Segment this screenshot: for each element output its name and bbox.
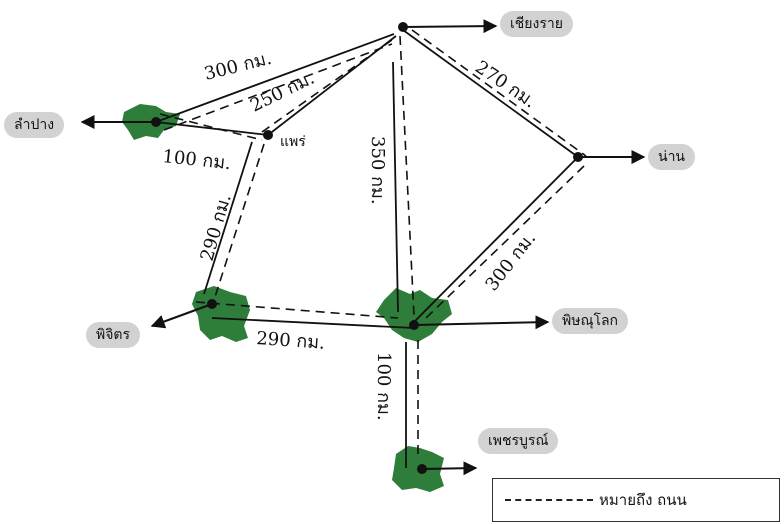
solid-lampang-chiangrai xyxy=(155,33,395,123)
city-label-phitsanulok: พิษณุโลก xyxy=(552,308,629,334)
dist-phichit-phitsanulok: 290 กม. xyxy=(256,328,326,354)
arrow-phichit xyxy=(150,303,213,329)
road-lampang-chiangrai xyxy=(163,43,393,131)
dist-lampang-chiangrai: 300 กม. xyxy=(202,48,274,85)
city-label-phichit: พิจิตร xyxy=(86,322,141,348)
legend: หมายถึง ถนน xyxy=(492,478,780,522)
road-links xyxy=(159,29,587,460)
dist-lampang-phrae: 100 กม. xyxy=(161,146,231,174)
road-phrae-chiangrai xyxy=(261,39,393,133)
road-chiangrai-nan xyxy=(411,29,587,157)
dist-phitsanulok-phetchabun: 100 กม. xyxy=(373,352,394,421)
dot-phitsanulok xyxy=(409,320,419,330)
arrow-phitsanulok xyxy=(413,315,550,330)
solid-nan-phitsanulok xyxy=(413,156,579,323)
road-lampang-phrae xyxy=(159,113,263,141)
solid-phichit-phitsanulok xyxy=(211,317,415,329)
city-label-phrae: แพร่ xyxy=(280,134,306,150)
solid-chiangrai-phitsanulok xyxy=(392,61,399,313)
solid-chiangrai-nan xyxy=(402,29,579,158)
city-label-phetchabun: เพชรบูรณ์ xyxy=(478,428,559,454)
city-label-nan: น่าน xyxy=(648,144,696,170)
road-nan-phitsanulok xyxy=(425,165,585,319)
phitsanulok-region xyxy=(376,288,452,342)
arrow-phetchabun xyxy=(421,461,478,476)
legend-dashed-line xyxy=(505,499,593,501)
dist-chiangrai-phitsanulok: 350 กม. xyxy=(367,136,388,205)
road-phrae-phichit xyxy=(213,143,265,301)
phichit-region xyxy=(192,286,250,342)
dot-phrae xyxy=(263,130,273,140)
solid-lampang-phrae xyxy=(155,121,269,136)
legend-text: หมายถึง ถนน xyxy=(599,491,687,509)
dot-nan xyxy=(573,152,583,162)
solid-phrae-phichit xyxy=(203,141,253,295)
road-phichit-phitsanulok xyxy=(195,301,399,319)
solid-links xyxy=(155,29,579,468)
city-dots xyxy=(151,22,583,474)
city-label-lampang: ลำปาง xyxy=(4,112,65,138)
city-label-chiangrai: เชียงราย xyxy=(500,11,573,37)
label-arrows xyxy=(80,19,646,476)
dot-phetchabun xyxy=(417,464,427,474)
road-chiangrai-phitsanulok xyxy=(399,35,415,317)
dist-nan-phitsanulok: 300 กม. xyxy=(481,228,540,295)
dot-chiangrai xyxy=(398,22,408,32)
arrow-chiangrai xyxy=(402,19,498,34)
dot-phichit xyxy=(207,299,217,309)
dot-lampang xyxy=(151,117,161,127)
